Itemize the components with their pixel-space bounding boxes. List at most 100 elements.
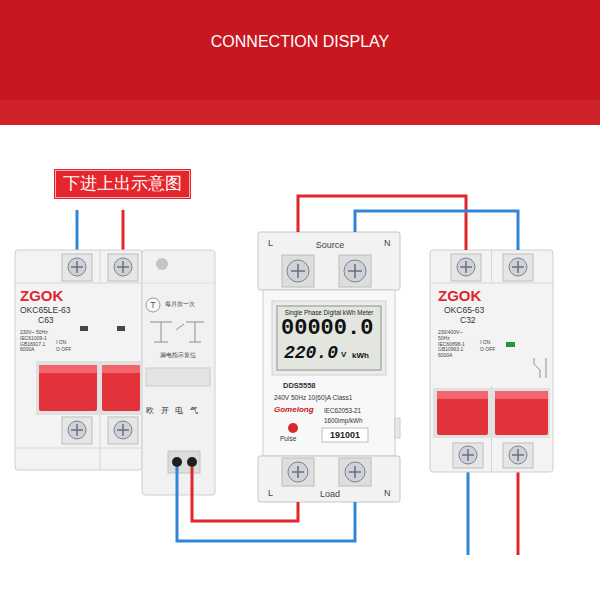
mcb-housing bbox=[437, 391, 488, 399]
unit-label: kWh bbox=[352, 352, 369, 360]
leakage-module bbox=[168, 451, 200, 473]
live-wire bbox=[298, 196, 466, 250]
indicator-note: 漏电指示复位 bbox=[160, 352, 196, 359]
brand-logo: ZGOK bbox=[20, 287, 63, 304]
mcb-housing bbox=[460, 261, 524, 273]
mcb-housing bbox=[437, 391, 488, 435]
terminal-label: N bbox=[384, 488, 391, 498]
rating-label: C63 bbox=[38, 316, 54, 326]
mcb-breaker: ZGOKOKC65-63C32230/400V~ 50Hz IEC60898-1… bbox=[430, 250, 553, 472]
switch-handle bbox=[39, 365, 97, 411]
terminal-screw bbox=[62, 254, 138, 444]
rcbo-housing bbox=[15, 448, 142, 449]
mcb-housing bbox=[506, 342, 515, 347]
brand-logo: ZGOK bbox=[438, 287, 481, 304]
rating-label: 240V 50Hz 10(60)A Class1 bbox=[274, 394, 352, 401]
unit-label: V bbox=[341, 351, 346, 359]
pulse-led bbox=[288, 423, 298, 433]
display-heading: Single Phase Digital kWh Meter bbox=[278, 309, 380, 316]
instruction-note: 每月按一次 bbox=[165, 301, 195, 308]
rcbo-housing bbox=[15, 250, 215, 495]
rcbo-housing bbox=[100, 250, 101, 283]
leakage-module bbox=[146, 298, 160, 312]
switch-handle bbox=[36, 361, 142, 415]
input-wire bbox=[77, 210, 123, 252]
meter-housing bbox=[258, 456, 400, 502]
switch-state: I ON bbox=[56, 340, 66, 346]
rcbo-housing bbox=[15, 283, 142, 284]
spec-text: 230/400V~ 50Hz IEC60898-1 GB10963.1 6000… bbox=[438, 330, 474, 359]
terminal-label: Source bbox=[308, 240, 352, 250]
switch-handle bbox=[36, 361, 142, 415]
meter-housing bbox=[258, 232, 400, 502]
mcb-housing bbox=[534, 358, 546, 378]
rating-label: C32 bbox=[460, 316, 476, 326]
header-banner bbox=[0, 100, 600, 125]
status-indicator bbox=[80, 326, 88, 331]
output-wire bbox=[467, 470, 470, 555]
brand-logo: Gomelong bbox=[274, 405, 314, 414]
model-number: DDS5558 bbox=[283, 382, 316, 391]
input-wire bbox=[122, 210, 125, 252]
terminal-label: Load bbox=[308, 489, 352, 499]
neutral-wire bbox=[177, 495, 355, 541]
leakage-module bbox=[187, 457, 197, 467]
pulse-label: Pulse bbox=[280, 435, 296, 442]
lcd-display: Single Phase Digital kWh Meter 00000.0 220… bbox=[276, 305, 382, 371]
switch-handle bbox=[102, 365, 140, 373]
leakage-module bbox=[146, 368, 210, 386]
standard-label: IEC62053-21 bbox=[324, 407, 361, 414]
meter-housing bbox=[322, 428, 368, 442]
header-banner bbox=[0, 0, 600, 125]
caption-tag: 下进上出示意图 bbox=[55, 170, 190, 198]
pulse-led bbox=[288, 423, 298, 433]
voltage-reading: 220.0 bbox=[284, 344, 338, 362]
switch-state: I ON bbox=[480, 340, 490, 346]
spec-text: 230V~ 50Hz IEC61009-1 GB16917.1 6000A bbox=[20, 330, 54, 353]
serial-number: 191001 bbox=[322, 428, 368, 442]
meter-terminal bbox=[292, 466, 361, 478]
terminal-screw bbox=[71, 424, 129, 436]
leakage-module bbox=[150, 322, 204, 342]
mcb-housing bbox=[491, 250, 492, 283]
rcbo-breaker: ZGOK OKC65LE-63C63 230V~ 50Hz IEC61009-1 G… bbox=[15, 250, 215, 495]
live-wire bbox=[192, 495, 298, 521]
mcb-housing bbox=[430, 250, 553, 472]
terminal-label: L bbox=[268, 238, 273, 248]
switch-state: O OFF bbox=[56, 347, 71, 353]
input-wire bbox=[76, 210, 79, 252]
test-button-label: T bbox=[146, 299, 160, 311]
switch-handle bbox=[102, 365, 140, 411]
output-wire bbox=[468, 470, 518, 555]
meter-housing bbox=[263, 290, 395, 456]
rcbo-housing bbox=[142, 283, 215, 284]
rcbo-housing bbox=[142, 250, 215, 495]
maker-name: 欧 开 电 气 bbox=[146, 406, 200, 415]
energy-reading: 00000.0 bbox=[281, 318, 373, 340]
energy-meter: LSourceNDDS5558240V 50Hz 10(60)A Class1G… bbox=[258, 232, 400, 502]
mcb-housing bbox=[433, 388, 550, 438]
neutral-wire bbox=[355, 211, 518, 250]
leakage-module bbox=[172, 457, 182, 467]
switch-handle bbox=[39, 365, 97, 373]
status-indicator bbox=[80, 326, 125, 331]
status-indicator bbox=[117, 326, 125, 331]
model-number: OKC65LE-63 bbox=[20, 306, 71, 316]
leakage-module bbox=[156, 258, 168, 270]
terminal-label: L bbox=[268, 488, 273, 498]
rcbo-housing bbox=[15, 250, 142, 470]
tag-text: 下进上出示意图 bbox=[63, 174, 182, 194]
meter-terminal bbox=[291, 264, 362, 278]
meter-housing bbox=[258, 232, 400, 290]
mcb-housing bbox=[462, 449, 524, 461]
mcb-housing bbox=[495, 391, 548, 399]
page-title: CONNECTION DISPLAY bbox=[0, 33, 600, 51]
leakage-module bbox=[146, 258, 210, 495]
constant-label: 1600imp/kWh bbox=[324, 417, 363, 424]
mcb-housing bbox=[430, 250, 553, 472]
output-wire bbox=[517, 470, 520, 555]
meter-housing bbox=[395, 418, 400, 438]
terminal-label: N bbox=[384, 238, 391, 248]
header-banner bbox=[0, 0, 600, 125]
switch-state: O OFF bbox=[480, 347, 495, 353]
